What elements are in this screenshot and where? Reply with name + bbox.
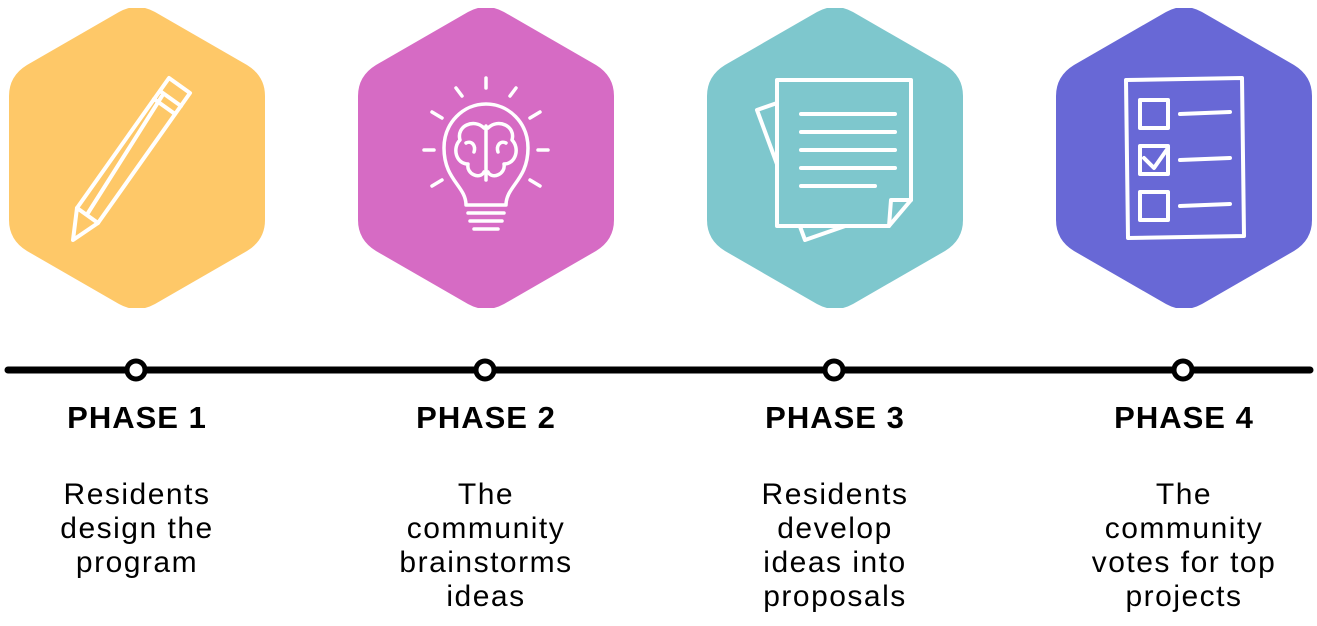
description-line: develop: [777, 512, 893, 545]
description-line: Residents: [761, 478, 909, 511]
phase-1-hexagon: [9, 8, 265, 308]
phase-description: The community votes for top projects: [1074, 478, 1294, 614]
description-line: Residents: [63, 478, 211, 511]
description-line: ideas into: [763, 546, 907, 579]
phase-title: PHASE 3: [765, 400, 905, 435]
phase-description: Residents develop ideas into proposals: [725, 478, 945, 614]
phase-4-hexagon: [1056, 8, 1312, 308]
description-line: ideas: [446, 580, 526, 613]
pencil-icon: [71, 76, 192, 242]
description-line: brainstorms: [399, 546, 573, 579]
description-line: community: [406, 512, 566, 545]
description-line: community: [1104, 512, 1264, 545]
description-line: design the: [60, 512, 214, 545]
description-line: proposals: [763, 580, 907, 613]
description-line: votes for top: [1091, 546, 1277, 579]
description-line: program: [75, 546, 199, 579]
description-line: projects: [1125, 580, 1243, 613]
description-line: The: [457, 478, 515, 511]
phase-description: The community brainstorms ideas: [376, 478, 596, 614]
phase-4: PHASE 4 The community votes for top proj…: [1044, 0, 1317, 626]
phase-3-hexagon: [707, 8, 963, 308]
timeline-marker-4: [1171, 358, 1195, 382]
timeline-marker-1: [124, 358, 148, 382]
phase-2: PHASE 2 The community brainstorms ideas: [346, 0, 626, 626]
timeline-marker-3: [822, 358, 846, 382]
documents-icon: [755, 78, 913, 242]
hexagon-shape: [9, 8, 265, 308]
phase-2-hexagon: [358, 8, 614, 308]
lightbulb-brain-icon: [422, 76, 550, 231]
timeline: [4, 358, 1314, 382]
description-line: The: [1155, 478, 1213, 511]
phase-3: PHASE 3 Residents develop ideas into pro…: [695, 0, 975, 626]
phase-title: PHASE 1: [67, 400, 207, 435]
phase-description: Residents design the program: [27, 478, 247, 580]
phase-title: PHASE 2: [416, 400, 556, 435]
phase-title: PHASE 4: [1114, 400, 1254, 435]
checklist-icon: [1124, 76, 1246, 240]
timeline-marker-2: [473, 358, 497, 382]
phase-1: PHASE 1 Residents design the program: [0, 0, 277, 626]
